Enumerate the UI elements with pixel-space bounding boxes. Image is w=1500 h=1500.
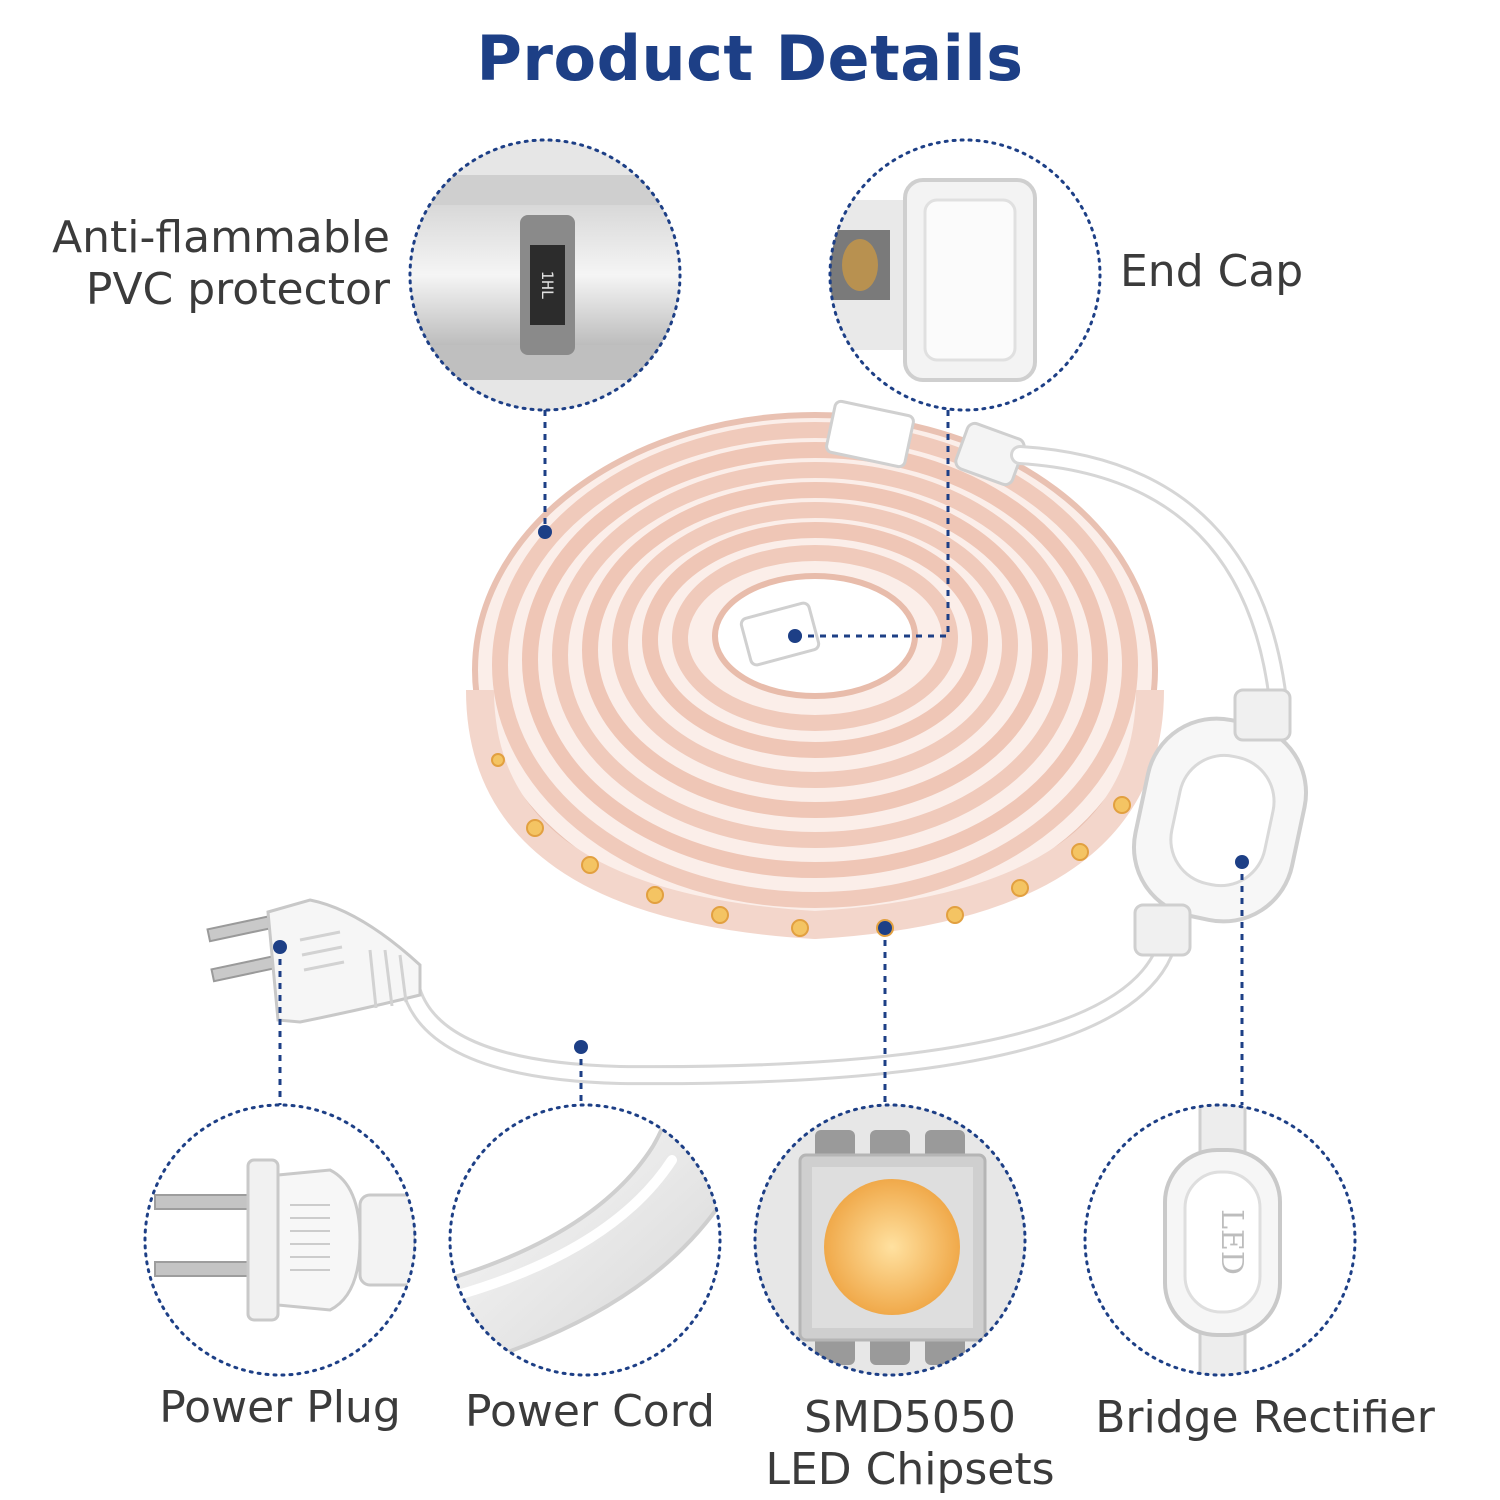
smd5050-label-line1: SMD5050 <box>804 1392 1016 1443</box>
power-cord-wire <box>400 445 1290 1086</box>
bridge-rectifier-detail-icon: LED <box>1083 1103 1357 1377</box>
power-cord-detail-icon <box>448 1103 722 1377</box>
pvc-protector-label-line2: PVC protector <box>85 264 390 315</box>
end-cap-detail-icon <box>828 138 1102 412</box>
led-strip-coil <box>466 399 1164 940</box>
pvc-protector-label: Anti-flammable PVC protector <box>40 212 390 316</box>
end-cap-label: End Cap <box>1120 246 1304 297</box>
power-plug-label: Power Plug <box>159 1382 401 1433</box>
leader-dots <box>273 525 1249 1054</box>
bridge-rectifier-unit <box>1131 688 1309 957</box>
pvc-protector-label-line1: Anti-flammable <box>52 212 390 263</box>
smd5050-chip-detail-icon <box>753 1103 1027 1377</box>
power-plug-unit <box>206 898 422 1024</box>
leader-dot-smd <box>878 921 892 935</box>
pvc-protector-detail-icon: 1HL <box>408 138 682 412</box>
leader-dot-end-cap <box>788 629 802 643</box>
power-plug-detail-icon <box>143 1103 417 1377</box>
leader-dot-rectifier <box>1235 855 1249 869</box>
leader-lines <box>278 410 1244 1105</box>
bridge-rectifier-label: Bridge Rectifier <box>1095 1392 1435 1443</box>
chip-marking: 1HL <box>538 271 557 300</box>
rectifier-marking: LED <box>1214 1209 1249 1275</box>
power-cord-label: Power Cord <box>465 1386 715 1437</box>
leader-dot-cord <box>574 1040 588 1054</box>
page-title: Product Details <box>476 22 1024 95</box>
smd5050-label-line2: LED Chipsets <box>765 1444 1055 1495</box>
leader-dot-pvc <box>538 525 552 539</box>
leader-dot-plug <box>273 940 287 954</box>
smd5050-label: SMD5050 LED Chipsets <box>740 1392 1080 1496</box>
